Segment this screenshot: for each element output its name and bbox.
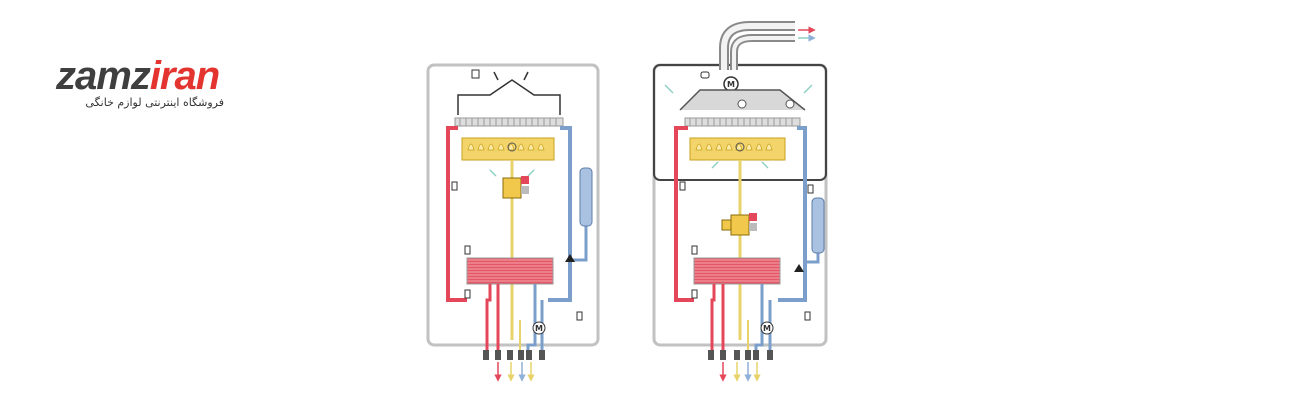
expansion-vessel (811, 197, 825, 254)
flue-outlet (493, 71, 529, 81)
boiler-casing (426, 63, 600, 347)
temperature-sensors (451, 181, 583, 321)
gas-valve-coil-icon (521, 186, 529, 194)
air-flow-arrows (711, 161, 769, 169)
logo-wordmark: zamziran (56, 52, 220, 100)
boiler-diagram-open-flue: M (426, 63, 600, 382)
heat-exchanger (684, 117, 801, 127)
dhw-outlet-pipe (710, 284, 716, 360)
diverter-motor (760, 321, 774, 335)
expansion-vessel (579, 167, 593, 227)
diverter-motor-label: M (535, 324, 543, 333)
logo-wordmark-dark: zamz (56, 54, 151, 98)
ignition-electrode-icon (735, 142, 745, 152)
logo-wordmark-accent: iran (149, 54, 220, 98)
pressure-switch-icon (700, 71, 710, 79)
connection-valves (708, 350, 773, 360)
draft-diverter (457, 79, 561, 115)
gas-valve (730, 214, 750, 236)
diverter-motor-label: M (763, 324, 771, 333)
boiler-diagram-fan-assisted: M (652, 21, 828, 382)
logo-tagline: فروشگاه اینترنتی لوازم خانگی (85, 96, 224, 109)
cold-return-pipe (778, 126, 807, 302)
plate-heat-exchanger (693, 257, 781, 285)
gas-valve (502, 177, 522, 199)
cold-inlet-pipe (526, 284, 537, 360)
ignition-electrode-icon (507, 142, 517, 152)
cold-return-pipe (548, 126, 572, 302)
connection-valves (483, 350, 545, 360)
heat-exchanger (454, 117, 564, 127)
fan-label: M (727, 80, 735, 89)
dhw-outlet-pipe (485, 284, 492, 360)
diverter-motor (532, 321, 546, 335)
pump-icon (565, 254, 575, 262)
temperature-sensors (679, 181, 814, 321)
gas-valve-coil-icon (749, 213, 757, 221)
zamziran-logo[interactable]: zamziran فروشگاه اینترنتی لوازم خانگی (52, 52, 242, 122)
gas-valve-coil-icon (749, 223, 757, 231)
cold-inlet-pipe (754, 284, 764, 360)
plate-heat-exchanger (466, 257, 554, 285)
hot-flow-pipe (674, 126, 694, 302)
gas-valve-coil-icon (521, 176, 529, 184)
pump-icon (794, 264, 804, 272)
flue-sensor-icon (471, 69, 480, 79)
air-flow-arrows (489, 169, 535, 177)
air-flow-arrows (664, 84, 813, 94)
